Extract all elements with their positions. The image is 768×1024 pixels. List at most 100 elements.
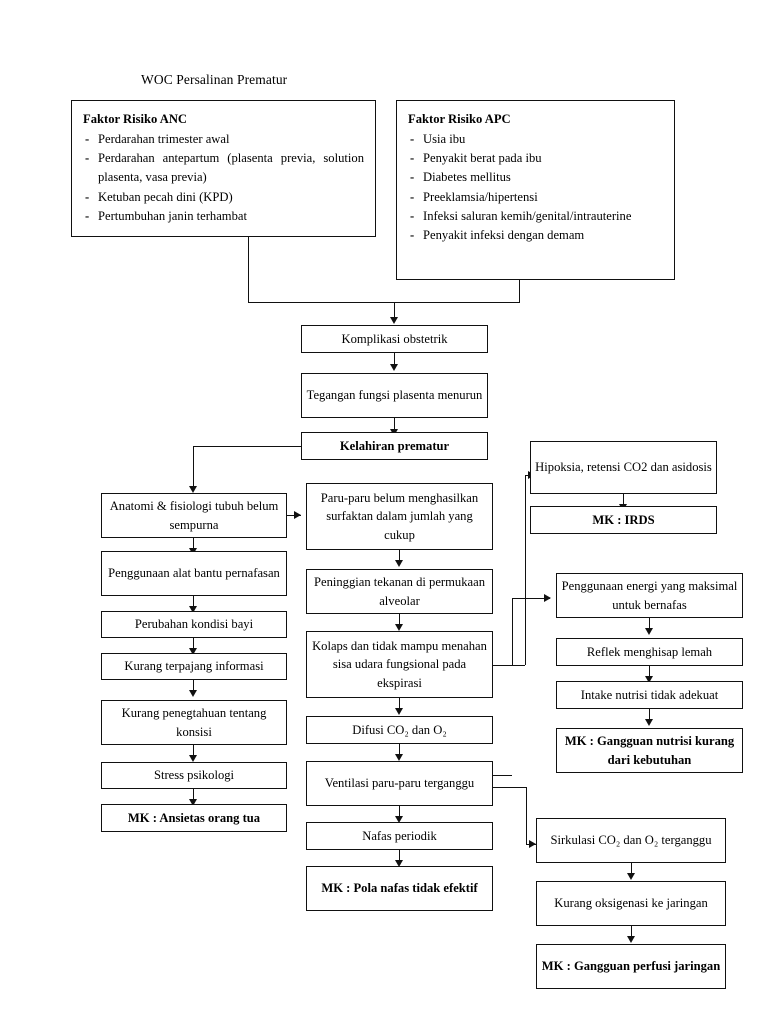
node-peninggian-tekanan: Peninggian tekanan di permukaan alveolar xyxy=(306,569,493,614)
bullet-dash-icon: - xyxy=(85,208,90,223)
arrow-down-icon xyxy=(627,936,635,943)
node-mk-nutrisi: MK : Gangguan nutrisi kurang dari kebutu… xyxy=(556,728,743,773)
node-kolaps: Kolaps dan tidak mampu menahan sisa udar… xyxy=(306,631,493,698)
node-difusi: Difusi CO₂ dan O₂ xyxy=(306,716,493,744)
node-mk-perfusi: MK : Gangguan perfusi jaringan xyxy=(536,944,726,989)
list-item-text: Perdarahan antepartum (plasenta previa, … xyxy=(98,151,364,185)
node-kurang-terpajang: Kurang terpajang informasi xyxy=(101,653,287,680)
bullet-dash-icon: - xyxy=(410,227,415,242)
arrow-down-icon xyxy=(395,816,403,823)
node-kurang-pengetahuan: Kurang penegtahuan tentang konsisi xyxy=(101,700,287,745)
list-item: - Penyakit infeksi dengan demam xyxy=(408,226,663,245)
arrow-down-icon xyxy=(390,317,398,324)
faktor-risiko-anc-panel: Faktor Risiko ANC - Perdarahan trimester… xyxy=(71,100,376,237)
arrow-down-icon xyxy=(189,486,197,493)
connector-merge-to-komplikasi xyxy=(394,302,395,319)
list-item: - Infeksi saluran kemih/genital/intraute… xyxy=(408,207,663,226)
connector-alat-bantu-perubahan xyxy=(193,596,194,608)
arrow-down-icon xyxy=(189,648,197,655)
arrow-down-icon xyxy=(395,754,403,761)
connector-kolaps-to-energi-v xyxy=(512,598,513,665)
connector-paru-peninggian xyxy=(399,550,400,562)
arrow-down-icon xyxy=(189,690,197,697)
connector-anc-down xyxy=(248,237,249,302)
connector-peninggian-kolaps xyxy=(399,614,400,626)
connector-reflek-intake xyxy=(649,666,650,678)
node-tegangan-plasenta: Tegangan fungsi plasenta menurun xyxy=(301,373,488,418)
arrow-down-icon xyxy=(189,799,197,806)
connector-ventilasi-right-top xyxy=(493,775,512,776)
list-item: - Perdarahan trimester awal xyxy=(83,130,364,149)
connector-intake-mk-nutrisi xyxy=(649,709,650,721)
arrow-down-icon xyxy=(395,708,403,715)
connector-difusi-ventilasi xyxy=(399,744,400,756)
node-paru-surfaktan: Paru-paru belum menghasilkan surfaktan d… xyxy=(306,483,493,550)
faktor-risiko-apc-heading: Faktor Risiko APC xyxy=(408,112,511,126)
connector-energi-reflek xyxy=(649,618,650,630)
arrow-down-icon xyxy=(390,364,398,371)
node-intake-nutrisi: Intake nutrisi tidak adekuat xyxy=(556,681,743,709)
connector-hipoksia-irds xyxy=(623,494,624,506)
connector-komplikasi-tegangan xyxy=(394,353,395,366)
arrow-right-icon xyxy=(544,594,551,602)
connector-stress-ansietas xyxy=(193,789,194,801)
bullet-dash-icon: - xyxy=(85,189,90,204)
arrow-down-icon xyxy=(395,860,403,867)
diagram-title: WOC Persalinan Prematur xyxy=(141,72,288,87)
arrow-down-icon xyxy=(189,606,197,613)
arrow-right-icon xyxy=(529,840,536,848)
node-hipoksia: Hipoksia, retensi CO2 dan asidosis xyxy=(530,441,717,494)
node-alat-bantu-nafas: Penggunaan alat bantu pernafasan xyxy=(101,551,287,596)
arrow-down-icon xyxy=(645,676,653,683)
list-item-text: Perdarahan trimester awal xyxy=(98,132,230,147)
connector-tegangan-kelahiran xyxy=(394,418,395,431)
node-nafas-periodik: Nafas periodik xyxy=(306,822,493,850)
list-item: - Usia ibu xyxy=(408,130,663,149)
node-reflek-menghisap: Reflek menghisap lemah xyxy=(556,638,743,666)
connector-kolaps-difusi xyxy=(399,698,400,710)
faktor-risiko-apc-panel: Faktor Risiko APC - Usia ibu - Penyakit … xyxy=(396,100,675,280)
connector-apc-down xyxy=(519,280,520,302)
list-item-text: Usia ibu xyxy=(423,132,466,147)
connector-nafas-mk-pola xyxy=(399,850,400,862)
connector-oksigenasi-mk-perfusi xyxy=(631,926,632,938)
connector-kolaps-up xyxy=(525,475,526,665)
connector-kelahiran-left-down xyxy=(193,446,194,488)
connector-sirkulasi-oksigenasi xyxy=(631,863,632,875)
list-item-text: Preeklamsia/hipertensi xyxy=(423,189,538,204)
arrow-down-icon xyxy=(395,560,403,567)
list-item-text: Infeksi saluran kemih/genital/intrauteri… xyxy=(423,208,632,223)
list-item: - Diabetes mellitus xyxy=(408,168,663,187)
list-item: - Pertumbuhan janin terhambat xyxy=(83,207,364,226)
faktor-risiko-anc-heading: Faktor Risiko ANC xyxy=(83,112,188,126)
connector-kolaps-right xyxy=(493,665,525,666)
node-mk-ansietas: MK : Ansietas orang tua xyxy=(101,804,287,832)
faktor-risiko-anc-list: - Perdarahan trimester awal - Perdarahan… xyxy=(83,130,364,226)
node-komplikasi-obstetrik: Komplikasi obstetrik xyxy=(301,325,488,353)
bullet-dash-icon: - xyxy=(410,208,415,223)
arrow-down-icon xyxy=(627,873,635,880)
node-mk-irds: MK : IRDS xyxy=(530,506,717,534)
connector-merge-horizontal xyxy=(248,302,520,303)
connector-anatomi-alat-bantu xyxy=(193,538,194,550)
node-energi-maksimal: Penggunaan energi yang maksimal untuk be… xyxy=(556,573,743,618)
bullet-dash-icon: - xyxy=(410,132,415,147)
bullet-dash-icon: - xyxy=(410,189,415,204)
list-item-text: Pertumbuhan janin terhambat xyxy=(98,208,247,223)
bullet-dash-icon: - xyxy=(85,132,90,147)
connector-perubahan-terpajang xyxy=(193,638,194,650)
node-ventilasi: Ventilasi paru-paru terganggu xyxy=(306,761,493,806)
list-item: - Perdarahan antepartum (plasenta previa… xyxy=(83,149,364,187)
list-item: - Preeklamsia/hipertensi xyxy=(408,188,663,207)
node-anatomi-fisiologi: Anatomi & fisiologi tubuh belum sempurna xyxy=(101,493,287,538)
connector-terpajang-pengetahuan xyxy=(193,680,194,692)
arrow-down-icon xyxy=(395,624,403,631)
arrow-down-icon xyxy=(189,755,197,762)
node-perubahan-kondisi: Perubahan kondisi bayi xyxy=(101,611,287,638)
arrow-down-icon xyxy=(645,628,653,635)
node-stress-psikologi: Stress psikologi xyxy=(101,762,287,789)
connector-ventilasi-right-bottom xyxy=(493,787,526,788)
list-item-text: Ketuban pecah dini (KPD) xyxy=(98,189,233,204)
connector-ventilasi-to-sirkulasi-v xyxy=(526,787,527,844)
